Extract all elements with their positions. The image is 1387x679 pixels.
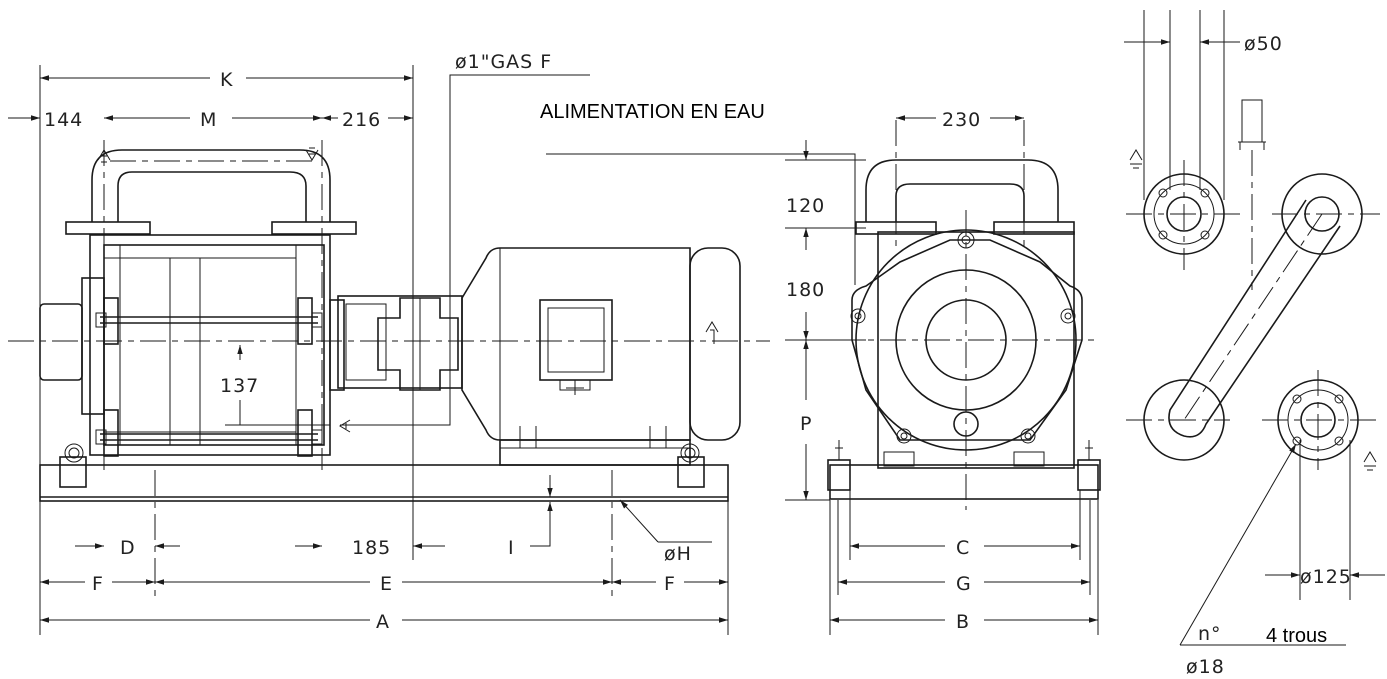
hole-count-label: 4 trous	[1266, 625, 1327, 647]
dim-I: I	[508, 537, 515, 559]
dim-M: M	[200, 109, 217, 131]
dim-230: 230	[942, 109, 981, 131]
motor-body	[461, 247, 691, 441]
side-body	[877, 231, 1075, 469]
dim-50: ø50	[1244, 33, 1283, 55]
dim-216: 216	[342, 109, 381, 131]
dim-144: 144	[44, 109, 83, 131]
dim-D: D	[120, 537, 136, 559]
dim-G: G	[956, 573, 972, 595]
dim-F-left: F	[92, 573, 104, 595]
base-frame	[39, 464, 729, 502]
pump-body	[89, 234, 331, 456]
flange-view: ø50	[1124, 10, 1380, 471]
dim-F-right: F	[664, 573, 676, 595]
side-dimensions: 230 120 180 P C G B	[785, 109, 1099, 635]
side-view	[827, 120, 1101, 510]
dim-A: A	[376, 611, 390, 633]
water-supply-leader	[546, 153, 856, 285]
dim-120: 120	[786, 195, 825, 217]
front-dimensions: K 144 M 216 ø1"GAS F 137 D 185 I øH F E	[8, 51, 729, 635]
dim-180: 180	[786, 279, 825, 301]
dim-K: K	[220, 69, 233, 91]
dim-H: øH	[664, 543, 692, 565]
dim-18: ø18	[1186, 656, 1225, 678]
terminal-box	[539, 299, 613, 381]
dim-185: 185	[352, 537, 391, 559]
dim-B: B	[956, 611, 970, 633]
dim-137: 137	[220, 375, 259, 397]
hole-count-prefix: n°	[1198, 623, 1222, 645]
dim-E: E	[380, 573, 393, 595]
dim-C: C	[956, 537, 970, 559]
water-supply-label: ALIMENTATION EN EAU	[540, 101, 765, 123]
dim-P: P	[800, 413, 812, 435]
front-view	[8, 140, 770, 598]
dim-125: ø125	[1300, 566, 1352, 588]
gas-connection-label: ø1"GAS F	[455, 51, 552, 73]
flange-dimensions: ø125 n° 4 trous ø18	[1179, 440, 1385, 678]
